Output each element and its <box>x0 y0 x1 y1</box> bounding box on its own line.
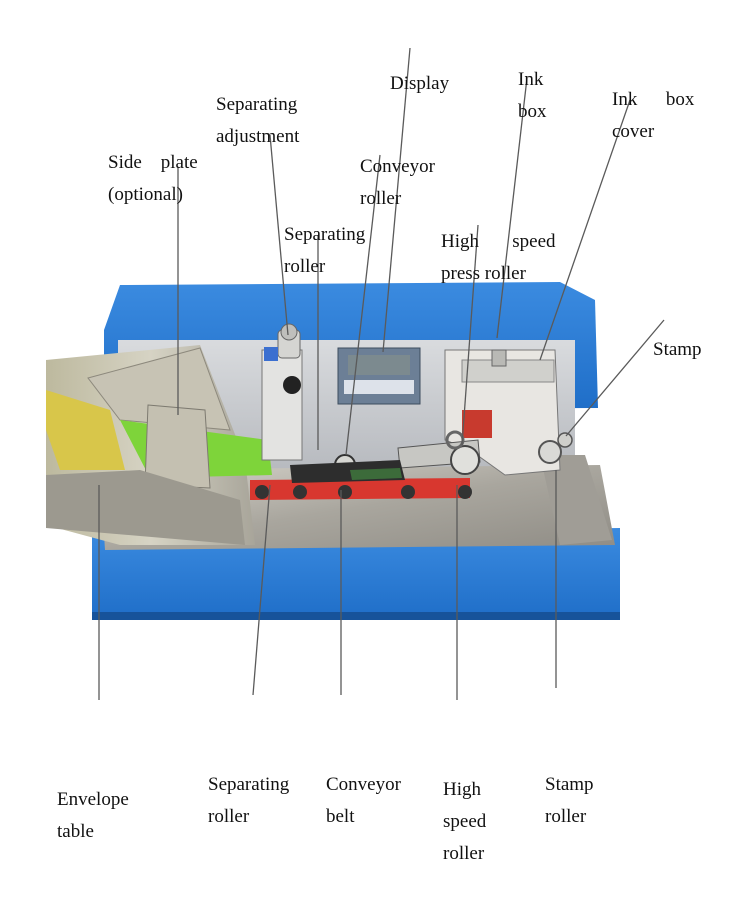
yellow-envelope <box>46 390 125 470</box>
lcd-screen <box>348 355 410 375</box>
high-speed-press-roller-wheel <box>450 445 480 475</box>
machine-diagram <box>46 47 665 700</box>
lcd-buttons <box>344 380 414 394</box>
belt-roller-5 <box>458 485 472 499</box>
separating-block <box>261 349 303 461</box>
leader-ink-box-cover <box>539 99 631 361</box>
red-stamp-part <box>462 410 492 438</box>
conveyor-belt <box>250 478 470 500</box>
label-side-plate: Side plate(optional) <box>108 152 198 205</box>
leader-separating-adjustment <box>269 134 289 336</box>
belt-roller-3 <box>338 485 352 499</box>
side-plate-front <box>144 404 211 489</box>
leader-display <box>382 47 411 353</box>
leader-conveyor-roller <box>345 154 381 456</box>
leader-ink-box <box>496 77 528 339</box>
belt-roller-1 <box>255 485 269 499</box>
machine-photo <box>46 282 620 620</box>
label-stamp: Stamp <box>653 339 702 360</box>
stamp-roller-hub <box>557 432 573 448</box>
green-belt-edge <box>350 468 402 480</box>
ink-box-cover <box>461 359 555 383</box>
leader-lines <box>98 47 665 700</box>
label-display: Display <box>390 73 450 94</box>
leader-separating-roller-bottom <box>252 484 271 696</box>
belt-roller-4 <box>401 485 415 499</box>
table-front <box>46 470 245 545</box>
belt-roller-2 <box>293 485 307 499</box>
machine-base-shadow <box>92 612 620 620</box>
machine-base <box>92 528 620 620</box>
stamp-roller-wheel <box>538 440 562 464</box>
right-steel-plate <box>540 455 612 545</box>
adjustment-knob-top <box>280 323 298 341</box>
blue-label <box>264 347 278 361</box>
leader-high-speed-press-roller <box>461 224 479 446</box>
ink-box-latch <box>491 349 507 367</box>
leader-stamp <box>565 319 665 437</box>
side-knob <box>283 376 301 394</box>
